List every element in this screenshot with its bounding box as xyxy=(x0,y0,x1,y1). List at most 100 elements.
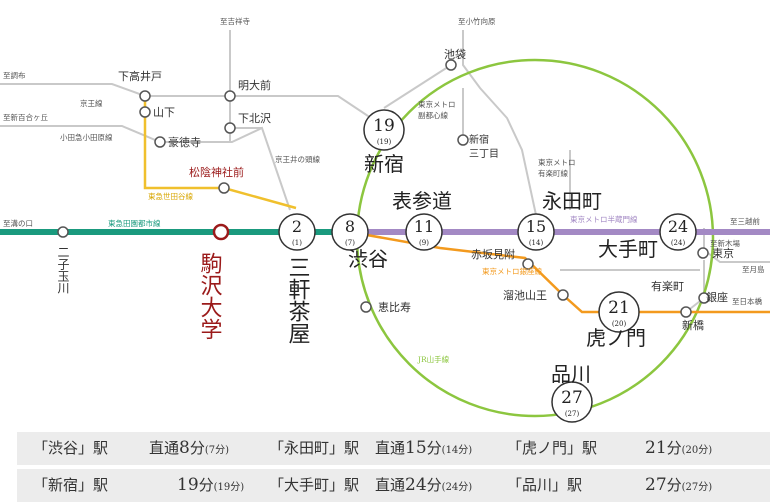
cell-time: 直通24分(24分) xyxy=(375,475,473,495)
badge-number: 15 xyxy=(526,217,546,236)
label-ginza: 銀座 xyxy=(706,290,728,304)
table-row: 「新宿」駅 19分(19分) 「大手町」駅 直通24分(24分) 「品川」駅 2… xyxy=(17,469,770,502)
label-meidaimae: 明大前 xyxy=(238,78,271,92)
route-map: 2 (1) 8 (7) 11 (9) 15 (14) 24 (24) 19 (1… xyxy=(0,16,770,423)
badge-number: 21 xyxy=(608,298,630,318)
label-futako: 二子玉川 xyxy=(56,246,70,294)
label-yamashita: 山下 xyxy=(153,106,175,119)
dir-shinyurigaoka: 至新百合ヶ丘 xyxy=(3,112,48,122)
line-label-keio: 京王線 xyxy=(80,98,103,108)
line-labels: 東急田園都市線 東京メトロ半蔵門線 東急世田谷線 東京メトロ銀座線 JR山手線 … xyxy=(60,98,638,364)
label-shimokitazawa: 下北沢 xyxy=(238,111,271,125)
badge-sub: (20) xyxy=(612,320,627,328)
dir-chofu: 至調布 xyxy=(3,70,26,80)
cell-station: 「永田町」駅 xyxy=(269,439,360,457)
line-label-inokashira: 京王井の頭線 xyxy=(275,154,320,164)
station-dot-yamashita xyxy=(139,106,151,118)
cell-time: 直通8分(7分) xyxy=(149,438,230,458)
direction-labels: 至溝の口 至三越前 至調布 至新百合ヶ丘 至吉祥寺 至小竹向原 至新木場 至月島… xyxy=(3,16,765,306)
station-dot-komazawa xyxy=(212,223,230,241)
badge-number: 27 xyxy=(561,388,583,408)
label-yurakucho: 有楽町 xyxy=(651,279,684,293)
cell-station: 「新宿」駅 xyxy=(33,476,109,494)
station-dot-shimotakaido xyxy=(139,90,151,102)
label-sangenjaya: 三軒茶屋 xyxy=(285,256,311,344)
station-dot-shinjuku-sanchome xyxy=(457,134,469,146)
line-label-fukutoshin-1: 東京メトロ xyxy=(418,99,456,109)
station-dot-gotokuji xyxy=(154,136,166,148)
cell-time: 19分(19分) xyxy=(177,475,245,495)
station-dot-shimbashi xyxy=(680,306,692,318)
badge-number: 19 xyxy=(373,116,395,136)
station-dot-ginza xyxy=(698,292,710,304)
badge-sub: (9) xyxy=(419,239,429,247)
dir-mizonokuchi: 至溝の口 xyxy=(3,218,33,228)
station-dot-shoin-jinja-mae xyxy=(218,182,230,194)
line-label-yurakucho-1: 東京メトロ xyxy=(538,157,576,167)
label-shimbashi: 新橋 xyxy=(682,318,704,332)
badge-sub: (1) xyxy=(292,239,302,247)
badge-shinagawa: 27 (27) xyxy=(551,381,593,423)
line-label-fukutoshin-2: 副都心線 xyxy=(418,110,448,120)
label-shimotakaido: 下高井戸 xyxy=(118,69,162,83)
badge-otemachi: 24 (24) xyxy=(659,213,697,251)
station-dot-futako xyxy=(57,226,69,238)
badge-omotesando: 11 (9) xyxy=(405,213,443,251)
label-otemachi: 大手町 xyxy=(598,237,658,261)
cell-station: 「虎ノ門」駅 xyxy=(507,439,598,457)
dir-tsukishima: 至月島 xyxy=(742,264,765,274)
cell-time: 直通15分(14分) xyxy=(375,438,473,458)
label-ebisu: 恵比寿 xyxy=(378,300,411,314)
label-tameike-sanno: 溜池山王 xyxy=(503,288,547,302)
label-shinjuku-sanchome-1: 新宿 xyxy=(469,133,489,146)
line-label-ginza: 東京メトロ銀座線 xyxy=(482,266,542,276)
badge-shibuya: 8 (7) xyxy=(331,213,369,251)
dir-shinkiba: 至新木場 xyxy=(710,238,740,248)
badge-sangenjaya: 2 (1) xyxy=(278,213,316,251)
label-shinjuku: 新宿 xyxy=(364,152,404,176)
setagaya-line xyxy=(143,96,297,210)
badge-sub: (14) xyxy=(529,239,544,247)
badge-number: 24 xyxy=(668,217,688,236)
line-label-setagaya: 東急世田谷線 xyxy=(148,191,193,201)
minor-labels: 池袋 新宿 三丁目 赤坂見附 溜池山王 恵比寿 東京 有楽町 銀座 新橋 下高井… xyxy=(118,47,734,332)
line-label-yamanote: JR山手線 xyxy=(417,354,450,364)
other-lines xyxy=(0,30,770,300)
dir-nihombashi: 至日本橋 xyxy=(732,296,762,306)
line-label-yurakucho-2: 有楽町線 xyxy=(538,168,568,178)
cell-time: 21分(20分) xyxy=(645,438,713,458)
label-akasaka-mitsuke: 赤坂見附 xyxy=(471,247,515,261)
badge-sub: (24) xyxy=(671,239,686,247)
badge-shinjuku: 19 (19) xyxy=(363,109,405,151)
label-shoin-jinja-mae: 松陰神社前 xyxy=(189,165,244,179)
cell-station: 「品川」駅 xyxy=(507,476,583,494)
cell-station: 「渋谷」駅 xyxy=(33,439,109,457)
station-dot-shimokitazawa xyxy=(224,122,236,134)
travel-time-table: 「渋谷」駅 直通8分(7分) 「永田町」駅 直通15分(14分) 「虎ノ門」駅 … xyxy=(17,432,770,504)
line-label-odakyu: 小田急小田原線 xyxy=(60,132,113,142)
label-nagatacho: 永田町 xyxy=(542,189,602,213)
dir-mitsukoshimae: 至三越前 xyxy=(730,216,760,226)
table-row: 「渋谷」駅 直通8分(7分) 「永田町」駅 直通15分(14分) 「虎ノ門」駅 … xyxy=(17,432,770,465)
label-komazawa: 駒沢大学 xyxy=(197,252,223,340)
badge-toranomon: 21 (20) xyxy=(598,291,640,333)
badge-nagatacho: 15 (14) xyxy=(517,213,555,251)
line-label-den-en-toshi: 東急田園都市線 xyxy=(108,218,161,228)
dir-kotakemukaihara: 至小竹向原 xyxy=(458,16,496,26)
badge-sub: (19) xyxy=(377,138,392,146)
label-omotesando: 表参道 xyxy=(392,189,452,213)
badge-number: 2 xyxy=(292,217,302,236)
label-gotokuji: 豪徳寺 xyxy=(168,135,201,149)
badge-number: 8 xyxy=(345,217,355,236)
label-ikebukuro: 池袋 xyxy=(444,47,466,61)
label-toranomon: 虎ノ門 xyxy=(586,326,646,350)
station-dot-tameike-sanno xyxy=(557,289,569,301)
cell-station: 「大手町」駅 xyxy=(269,476,360,494)
station-dot-meidaimae xyxy=(224,90,236,102)
dir-kichijoji: 至吉祥寺 xyxy=(220,16,250,26)
station-dot-tokyo xyxy=(697,247,709,259)
badge-sub: (7) xyxy=(345,239,355,247)
label-shinagawa: 品川 xyxy=(551,362,591,386)
station-dot-akasaka-mitsuke xyxy=(522,258,534,270)
label-shinjuku-sanchome-2: 三丁目 xyxy=(469,149,499,160)
